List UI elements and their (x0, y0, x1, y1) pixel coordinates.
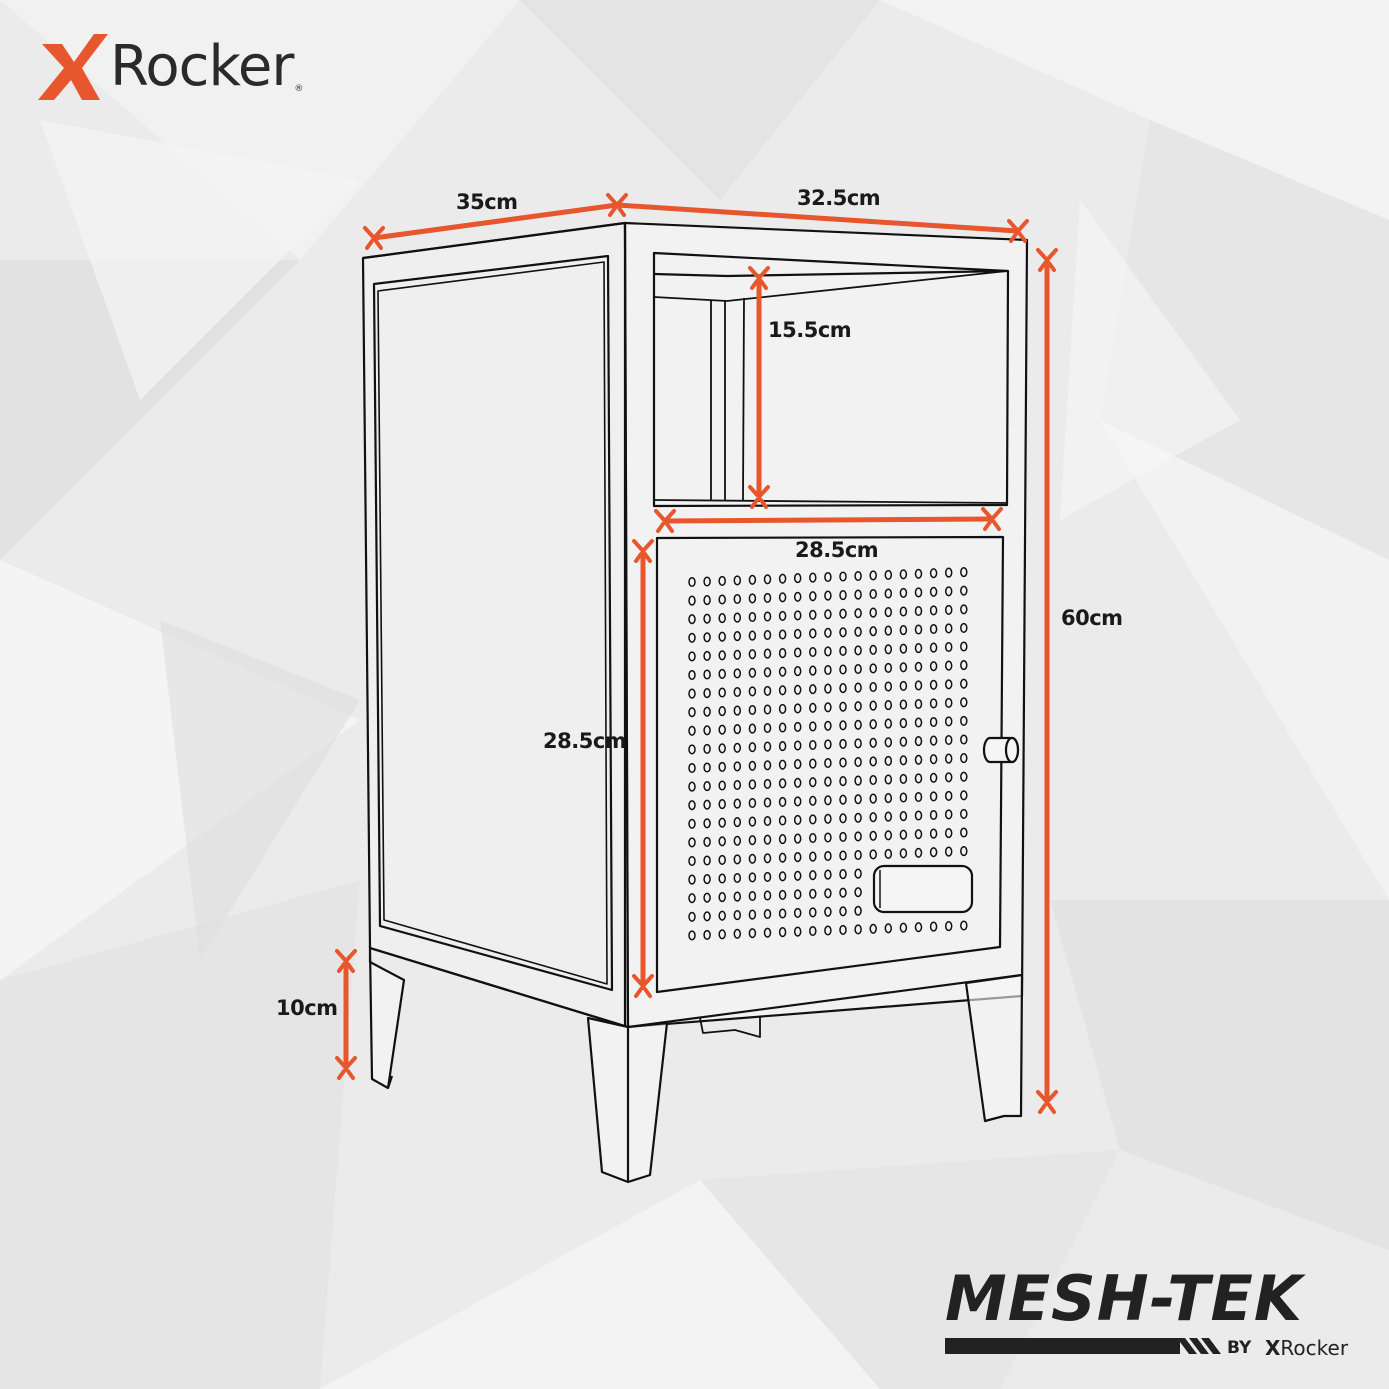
dim-label-depth: 35cm (456, 190, 518, 214)
xrocker-x-mark-icon (38, 34, 108, 100)
mesh-tek-logo: MESH-TEK BY XRocker (945, 1268, 1357, 1363)
dim-label-width: 32.5cm (797, 186, 881, 210)
door-handle (982, 736, 1020, 764)
mesh-door (655, 535, 1005, 994)
mesh-tek-stripes-icon (1177, 1338, 1221, 1354)
dim-label-total-height: 60cm (1061, 606, 1123, 630)
mesh-tek-by-brand: XRocker (1265, 1336, 1348, 1360)
side-panel (361, 221, 630, 1029)
dimension-lines (343, 202, 1050, 1103)
mesh-tek-brand-word: Rocker (1280, 1336, 1349, 1360)
dim-label-leg-height: 10cm (276, 996, 338, 1020)
mesh-tek-underline-bar (945, 1338, 1180, 1354)
label-plate (872, 864, 974, 914)
dim-door-width-line (662, 516, 995, 524)
dim-label-shelf-height: 15.5cm (768, 318, 852, 342)
dimension-end-markers (335, 193, 1058, 1114)
brand-wordmark: Rocker (110, 34, 294, 99)
base-rail (368, 946, 1023, 1038)
mesh-tek-by-label: BY (1227, 1338, 1252, 1358)
legs (368, 946, 1024, 1184)
dim-width-line (614, 202, 1021, 234)
mesh-tek-x-mark-icon: X (1265, 1336, 1281, 1360)
xrocker-logo: Rocker ® (38, 34, 303, 100)
mesh-holes (688, 567, 968, 941)
registered-mark: ® (294, 84, 304, 94)
open-shelf (652, 251, 1010, 508)
dim-label-door-width: 28.5cm (795, 538, 879, 562)
dim-label-door-height: 28.5cm (543, 729, 627, 753)
mesh-tek-title: MESH-TEK (945, 1262, 1303, 1335)
dim-depth-line (371, 202, 620, 241)
